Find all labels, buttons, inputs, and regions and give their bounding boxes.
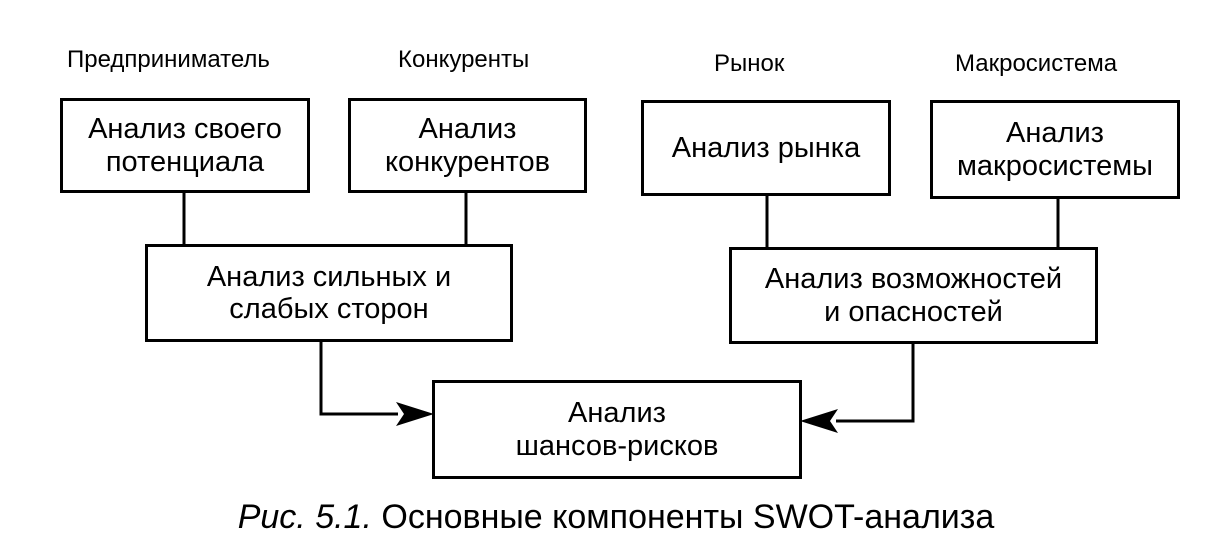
box-chances-line1: Анализ [568, 397, 666, 430]
box-ot-line2: и опасностей [824, 295, 1003, 328]
label-competitors: Конкуренты [398, 46, 530, 73]
label-macrosystem: Макросистема [955, 50, 1118, 77]
box-macrosystem-analysis: Анализ макросистемы [930, 100, 1180, 199]
box-ot-line1: Анализ возможностей [764, 263, 1063, 296]
box-sw-line2: слабых сторон [229, 293, 429, 325]
box-competitor-line1: Анализ [418, 113, 517, 146]
connector-ot-to-chances [836, 342, 915, 423]
box-macrosystem-line2: макросистемы [956, 149, 1154, 182]
box-opportunities-threats-analysis: Анализ возможностей и опасностей [729, 247, 1098, 344]
label-market: Рынок [714, 50, 785, 77]
box-competitor-line2: конкурентов [384, 145, 551, 178]
label-entrepreneur: Предприниматель [67, 46, 270, 73]
box-market-line1: Анализ рынка [671, 131, 861, 164]
box-competitor-analysis: Анализ конкурентов [348, 98, 587, 193]
box-own-potential-analysis: Анализ своего потенциала [60, 98, 310, 193]
arrow-head-right [800, 409, 838, 433]
figure-number: Рис. 5.1. [237, 498, 372, 536]
arrow-head-left [396, 402, 434, 426]
box-macrosystem-line1: Анализ [1006, 117, 1104, 150]
box-chances-line2: шансов-рисков [515, 429, 719, 462]
box-market-analysis: Анализ рынка [641, 100, 891, 196]
box-strengths-weaknesses-analysis: Анализ сильных и слабых сторон [145, 244, 513, 342]
figure-caption-text: Основные компоненты SWOT-анализа [381, 498, 995, 536]
box-sw-line1: Анализ сильных и [206, 260, 452, 293]
box-own-potential-line1: Анализ своего [88, 113, 282, 146]
box-chances-risks-analysis: Анализ шансов-рисков [432, 380, 802, 479]
figure-caption: Рис. 5.1. Основные компоненты SWOT-анали… [0, 500, 1232, 534]
connector-sw-to-chances [319, 340, 398, 416]
box-own-potential-line2: потенциала [105, 145, 265, 178]
